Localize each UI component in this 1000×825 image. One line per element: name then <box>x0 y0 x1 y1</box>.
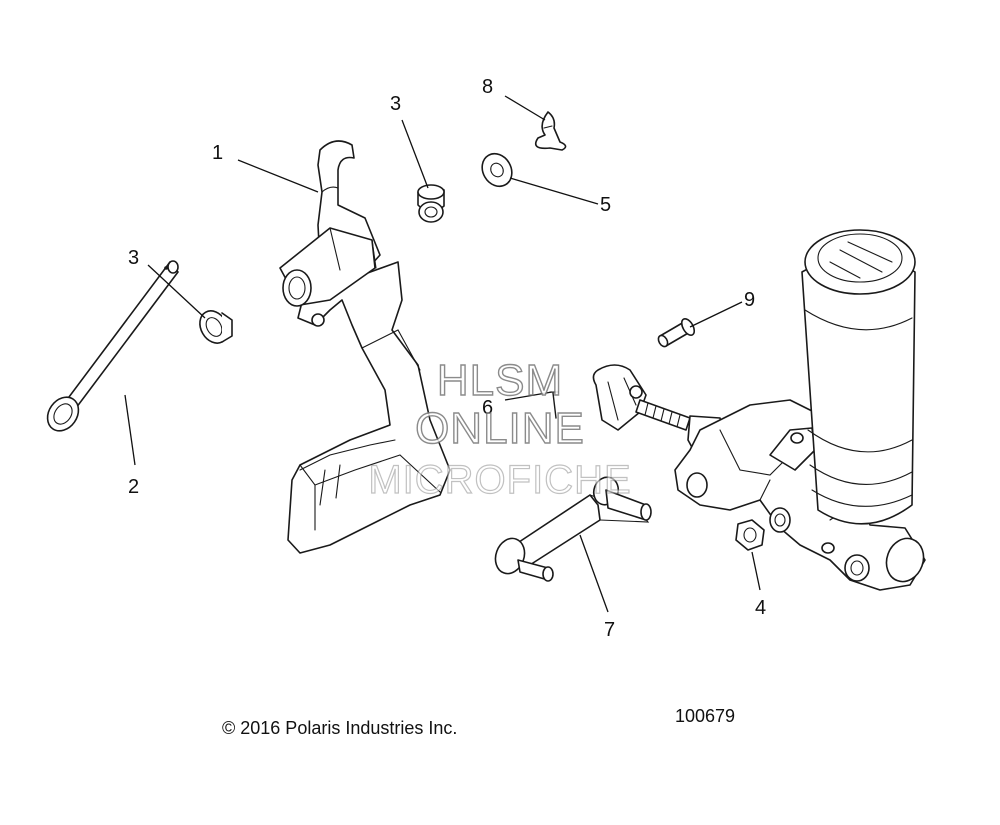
diagram-number: 100679 <box>675 706 736 726</box>
cotter-pin-part <box>549 391 559 419</box>
leader-8 <box>504 95 546 121</box>
pivot-pin-part <box>46 260 179 432</box>
pedal-link-part <box>494 476 652 582</box>
leader-1 <box>237 159 319 193</box>
callout-8: 8 <box>482 76 494 98</box>
copyright-notice: © 2016 Polaris Industries Inc. <box>222 718 458 738</box>
washer-part <box>481 152 513 188</box>
callout-3-upper: 3 <box>390 93 402 115</box>
leader-3b <box>401 119 429 189</box>
callout-2: 2 <box>128 476 140 498</box>
leader-5 <box>509 177 599 205</box>
callout-5: 5 <box>600 194 612 216</box>
callout-4: 4 <box>755 597 767 619</box>
callout-3-left: 3 <box>128 247 140 269</box>
callout-1: 1 <box>212 142 224 164</box>
callout-leaders <box>124 95 761 613</box>
leader-4 <box>751 551 761 591</box>
callout-7: 7 <box>604 619 616 641</box>
callout-9: 9 <box>744 289 756 311</box>
master-cylinder-part <box>592 229 926 591</box>
hair-pin-clip-part <box>534 111 567 151</box>
callout-6: 6 <box>482 397 494 419</box>
leader-7 <box>579 534 609 613</box>
bushing-left-part <box>199 310 233 344</box>
small-pin-part <box>657 318 696 348</box>
leader-3a <box>147 264 206 319</box>
brake-pedal-part <box>279 140 451 554</box>
bushing-upper-part <box>417 184 445 223</box>
leader-6 <box>504 391 553 401</box>
nut-part <box>735 519 765 551</box>
leader-2 <box>124 394 136 466</box>
leader-9 <box>689 301 743 328</box>
